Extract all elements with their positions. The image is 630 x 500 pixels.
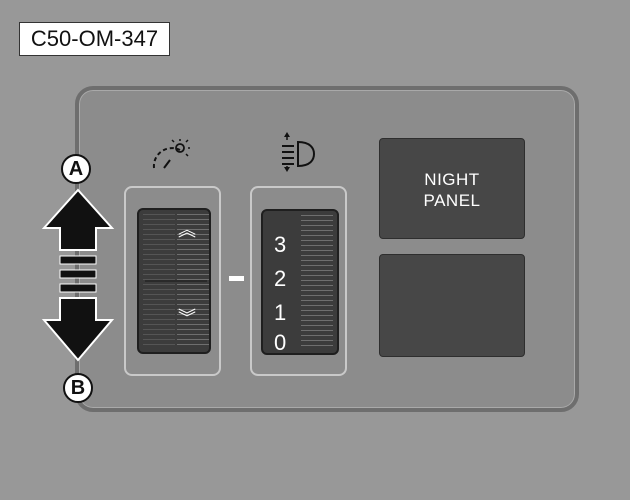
night-panel-label-line2: PANEL: [423, 191, 481, 210]
headlamp-leveling-icon: [282, 132, 316, 172]
night-panel-label-line1: NIGHT: [424, 170, 480, 189]
figure-code-label: C50-OM-347: [19, 22, 170, 56]
label-b-circle: B: [63, 373, 93, 403]
separator-dash: [229, 276, 244, 281]
headlamp-position-3: 3: [274, 232, 287, 257]
headlamp-leveling-wheel[interactable]: [261, 209, 339, 355]
headlamp-wheel-frame: [250, 186, 347, 376]
headlamp-position-1: 1: [274, 300, 287, 325]
headlamp-position-2: 2: [274, 266, 287, 291]
dimmer-wheel-frame: [124, 186, 221, 376]
dimmer-down-symbol: ︾: [178, 308, 196, 329]
dimmer-wheel[interactable]: [137, 208, 211, 354]
headlamp-position-0: 0: [274, 330, 287, 355]
up-down-arrow-icon: [41, 188, 115, 362]
label-a-circle: A: [61, 154, 91, 184]
blank-button[interactable]: [379, 254, 525, 357]
dimmer-up-symbol: ︽: [178, 220, 196, 241]
dashboard-brightness-icon: [152, 139, 190, 169]
night-panel-button[interactable]: NIGHT PANEL: [379, 138, 525, 239]
